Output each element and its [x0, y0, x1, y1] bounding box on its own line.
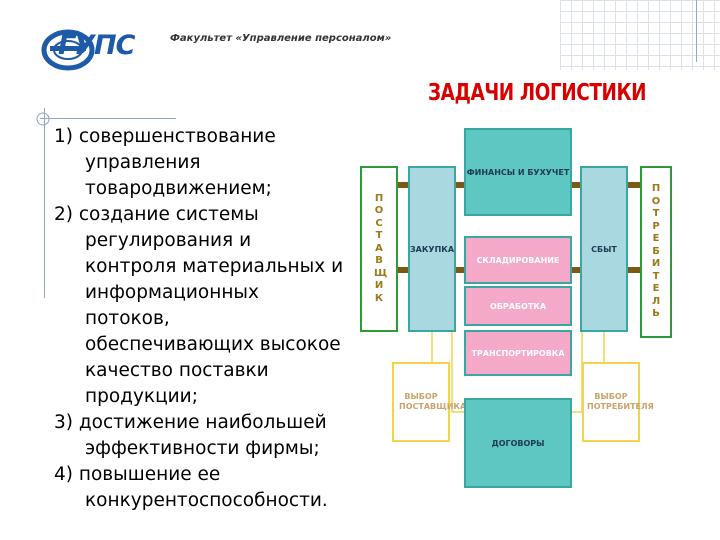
suppliers-label: ПОСТАВЩИК: [374, 192, 388, 304]
processing-label: ОБРАБОТКА: [489, 301, 547, 311]
finance-label: ФИНАНСЫ И БУХУЧЕТ: [466, 167, 570, 177]
logo-emblem: [41, 29, 95, 71]
header-divider: [40, 118, 176, 119]
task-item-1: 1) совершенствование управления товародв…: [54, 126, 276, 199]
left-divider: [44, 108, 45, 298]
transport-label: ТРАНСПОРТИРОВКА: [471, 348, 565, 358]
diagram-title: ЗАДАЧИ ЛОГИСТИКИ: [428, 80, 647, 106]
logo-text: ГУПС: [58, 30, 135, 61]
task-item-4: 4) повышение ее конкурентоспособности.: [54, 464, 328, 511]
supplier-choice-label: ВЫБОР ПОСТАВЩИКА: [399, 392, 467, 411]
transport-box: ТРАНСПОРТИРОВКА: [464, 330, 572, 376]
contracts-label: ДОГОВОРЫ: [491, 438, 545, 448]
task-item-3: 3) достижение наибольшей эффективности ф…: [54, 412, 327, 459]
suppliers-box: ПОСТАВЩИК: [360, 166, 398, 332]
right-divider: [696, 0, 697, 62]
task-item-2: 2) создание системы регулирования и конт…: [54, 204, 344, 407]
processing-box: ОБРАБОТКА: [464, 286, 572, 326]
sales-label: СБЫТ: [591, 244, 617, 254]
crosshair-icon: [36, 112, 50, 126]
faculty-title: Факультет «Управление персоналом»: [170, 33, 392, 44]
contracts-box: ДОГОВОРЫ: [464, 398, 572, 488]
consumer-choice-label: ВЫБОР ПОТРЕБИТЕЛЯ: [587, 392, 654, 411]
procurement-label: ЗАКУПКА: [410, 244, 455, 254]
consumers-label: ПОТРЕБИТЕЛЬ: [651, 183, 661, 320]
consumer-choice-box: ВЫБОР ПОТРЕБИТЕЛЯ: [582, 362, 654, 442]
finance-box: ФИНАНСЫ И БУХУЧЕТ: [464, 128, 572, 216]
grid-background: [560, 0, 720, 70]
task-list: 1) совершенствование управления товародв…: [54, 124, 344, 514]
supplier-choice-box: ВЫБОР ПОСТАВЩИКА: [392, 362, 467, 442]
warehousing-label: СКЛАДИРОВАНИЕ: [476, 255, 560, 265]
warehousing-box: СКЛАДИРОВАНИЕ: [464, 236, 572, 284]
sales-box: СБЫТ: [580, 166, 628, 332]
consumers-box: ПОТРЕБИТЕЛЬ: [640, 166, 672, 338]
procurement-box: ЗАКУПКА: [408, 166, 456, 332]
